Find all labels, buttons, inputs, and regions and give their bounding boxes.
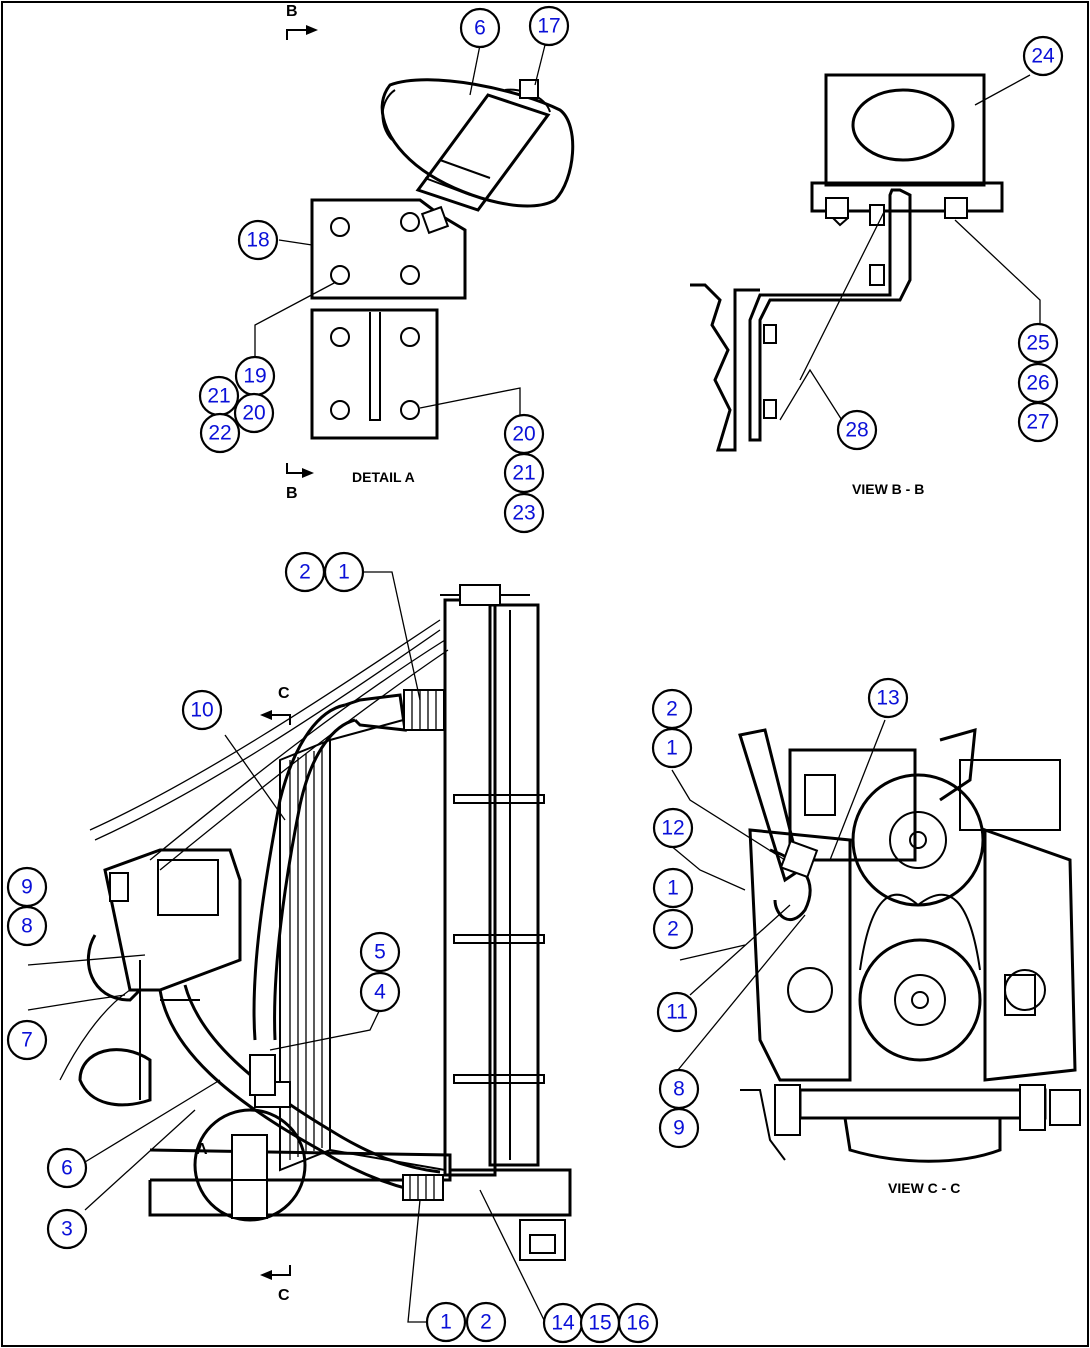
svg-text:13: 13 xyxy=(876,687,899,710)
svg-text:11: 11 xyxy=(666,1001,688,1024)
callout-28[interactable]: 28 xyxy=(836,409,878,451)
callout-23[interactable]: 23 xyxy=(503,492,545,534)
callout-10[interactable]: 10 xyxy=(181,689,223,731)
svg-text:25: 25 xyxy=(1026,332,1049,355)
svg-text:24: 24 xyxy=(1031,45,1055,68)
callout-2-bottom[interactable]: 2 xyxy=(465,1301,507,1343)
svg-text:12: 12 xyxy=(661,817,684,840)
caption-view-b: VIEW B - B xyxy=(852,481,924,497)
callout-7[interactable]: 7 xyxy=(6,1019,48,1061)
callout-21-right[interactable]: 21 xyxy=(503,452,545,494)
svg-text:26: 26 xyxy=(1026,372,1049,395)
view-b-drawing xyxy=(690,73,1041,452)
caption-view-c: VIEW C - C xyxy=(888,1180,960,1196)
callout-1-top[interactable]: 1 xyxy=(323,551,365,593)
callout-11[interactable]: 11 xyxy=(656,991,698,1033)
callout-14[interactable]: 14 xyxy=(542,1302,584,1344)
svg-text:21: 21 xyxy=(207,385,230,408)
svg-text:15: 15 xyxy=(588,1312,611,1335)
callout-1-view-c-top[interactable]: 1 xyxy=(651,727,693,769)
svg-text:6: 6 xyxy=(61,1157,73,1180)
svg-text:2: 2 xyxy=(667,918,679,941)
callout-20-right[interactable]: 20 xyxy=(503,413,545,455)
section-mark-c-bottom: C xyxy=(278,1287,290,1304)
svg-text:28: 28 xyxy=(845,419,868,442)
callout-13[interactable]: 13 xyxy=(867,677,909,719)
section-mark-b-top: B xyxy=(286,3,298,20)
callout-22[interactable]: 22 xyxy=(199,412,241,454)
section-mark-c-top: C xyxy=(278,685,290,702)
svg-text:6: 6 xyxy=(474,17,486,40)
callout-8-right[interactable]: 8 xyxy=(658,1068,700,1110)
svg-text:19: 19 xyxy=(243,365,266,388)
svg-text:22: 22 xyxy=(208,422,231,445)
svg-text:9: 9 xyxy=(21,876,33,899)
callout-24[interactable]: 24 xyxy=(1022,35,1064,77)
callout-1-bottom[interactable]: 1 xyxy=(425,1301,467,1343)
svg-text:23: 23 xyxy=(512,502,535,525)
svg-text:7: 7 xyxy=(21,1029,33,1052)
callout-1-view-c-mid[interactable]: 1 xyxy=(652,867,694,909)
callout-2-view-c-top[interactable]: 2 xyxy=(651,688,693,730)
svg-text:3: 3 xyxy=(61,1218,73,1241)
svg-text:5: 5 xyxy=(374,941,386,964)
callout-3[interactable]: 3 xyxy=(46,1208,88,1250)
callout-5[interactable]: 5 xyxy=(359,931,401,973)
callout-21-left[interactable]: 21 xyxy=(198,375,240,417)
callout-16[interactable]: 16 xyxy=(617,1302,659,1344)
svg-text:20: 20 xyxy=(242,402,265,425)
svg-text:8: 8 xyxy=(673,1078,685,1101)
callout-25[interactable]: 25 xyxy=(1017,322,1059,364)
svg-text:16: 16 xyxy=(626,1312,649,1335)
view-c-drawing xyxy=(669,719,1081,1163)
svg-text:18: 18 xyxy=(246,229,269,252)
caption-detail-a: DETAIL A xyxy=(352,469,415,485)
callout-9-left[interactable]: 9 xyxy=(6,866,48,908)
section-mark-b-bottom: B xyxy=(286,485,298,502)
callout-15[interactable]: 15 xyxy=(579,1302,621,1344)
callout-6-bottom[interactable]: 6 xyxy=(46,1147,88,1189)
svg-text:17: 17 xyxy=(537,15,560,38)
callout-2-top[interactable]: 2 xyxy=(284,551,326,593)
svg-text:21: 21 xyxy=(512,462,535,485)
main-side-view-drawing xyxy=(27,571,572,1323)
callout-2-view-c-mid[interactable]: 2 xyxy=(652,908,694,950)
svg-text:8: 8 xyxy=(21,915,33,938)
svg-text:2: 2 xyxy=(666,698,678,721)
svg-text:9: 9 xyxy=(673,1117,685,1140)
callout-27[interactable]: 27 xyxy=(1017,401,1059,443)
callout-20-left[interactable]: 20 xyxy=(233,392,275,434)
callout-18[interactable]: 18 xyxy=(237,219,279,261)
callout-12[interactable]: 12 xyxy=(652,807,694,849)
callout-17[interactable]: 17 xyxy=(528,5,570,47)
svg-text:4: 4 xyxy=(374,981,386,1004)
svg-text:10: 10 xyxy=(190,699,213,722)
svg-text:2: 2 xyxy=(299,561,311,584)
svg-text:14: 14 xyxy=(551,1312,575,1335)
callout-19[interactable]: 19 xyxy=(234,355,276,397)
callout-9-right[interactable]: 9 xyxy=(658,1107,700,1149)
svg-text:1: 1 xyxy=(338,561,350,584)
callout-8-left[interactable]: 8 xyxy=(6,905,48,947)
detail-a-drawing xyxy=(254,25,575,478)
svg-text:1: 1 xyxy=(666,737,678,760)
svg-text:20: 20 xyxy=(512,423,535,446)
detail-mark-a: A xyxy=(196,1141,208,1158)
svg-text:2: 2 xyxy=(480,1311,492,1334)
callout-6-top[interactable]: 6 xyxy=(459,7,501,49)
svg-text:27: 27 xyxy=(1026,411,1049,434)
callout-26[interactable]: 26 xyxy=(1017,362,1059,404)
svg-text:1: 1 xyxy=(440,1311,452,1334)
svg-text:1: 1 xyxy=(667,877,679,900)
callout-4[interactable]: 4 xyxy=(359,971,401,1013)
